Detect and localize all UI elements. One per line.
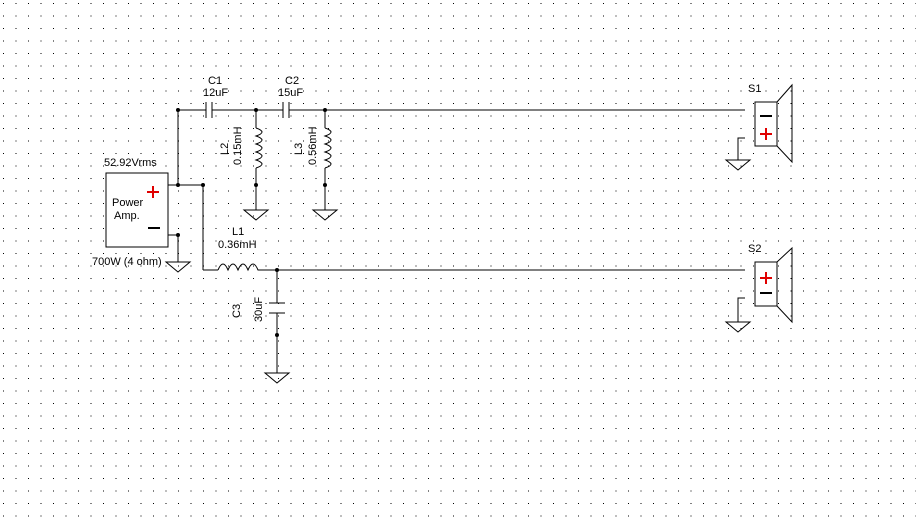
c3-ref-label: C3 <box>231 304 243 318</box>
c2-ref-label: C2 <box>285 75 299 87</box>
ground-icon <box>263 372 291 384</box>
amp-plus-icon <box>147 186 159 198</box>
junction-dots <box>176 108 327 337</box>
s2-ref-label: S2 <box>748 243 761 255</box>
amp-name-line2: Amp. <box>114 210 140 222</box>
l3-value-label: 0.56mH <box>307 126 319 165</box>
l2-ref-label: L2 <box>219 143 231 155</box>
amp-power-label: 700W (4 ohm) <box>92 256 162 268</box>
capacitor-c2[interactable]: C2 15uF <box>278 75 303 118</box>
speaker-s1[interactable]: S1 <box>748 83 793 164</box>
ground-icon <box>724 159 752 171</box>
c1-ref-label: C1 <box>208 75 222 87</box>
s2-plus-icon <box>760 272 772 284</box>
inductor-l2[interactable]: L2 0.15mH <box>219 126 263 169</box>
speaker-s2[interactable]: S2 <box>748 243 793 324</box>
capacitor-c3[interactable]: C3 30uF <box>231 297 285 322</box>
l2-value-label: 0.15mH <box>232 126 244 165</box>
amp-voltage-label: 52.92Vrms <box>104 157 157 169</box>
s1-plus-icon <box>760 128 772 140</box>
amp-name-line1: Power <box>112 197 144 209</box>
capacitor-c1[interactable]: C1 12uF <box>203 75 228 118</box>
s1-ref-label: S1 <box>748 83 761 95</box>
ground-icon <box>311 209 339 221</box>
ground-icon <box>164 261 192 273</box>
ground-icon <box>242 209 270 221</box>
c3-value-label: 30uF <box>253 297 265 322</box>
l1-ref-label: L1 <box>232 226 244 238</box>
inductor-l1[interactable]: L1 0.36mH <box>217 226 260 272</box>
l3-ref-label: L3 <box>293 143 305 155</box>
c2-value-label: 15uF <box>278 87 303 99</box>
wires <box>168 109 745 373</box>
power-amp[interactable]: 52.92Vrms Power Amp. 700W (4 ohm) <box>92 157 169 268</box>
inductor-l3[interactable]: L3 0.56mH <box>293 126 332 169</box>
c1-value-label: 12uF <box>203 87 228 99</box>
ground-icon <box>724 321 752 333</box>
l1-value-label: 0.36mH <box>218 239 257 251</box>
